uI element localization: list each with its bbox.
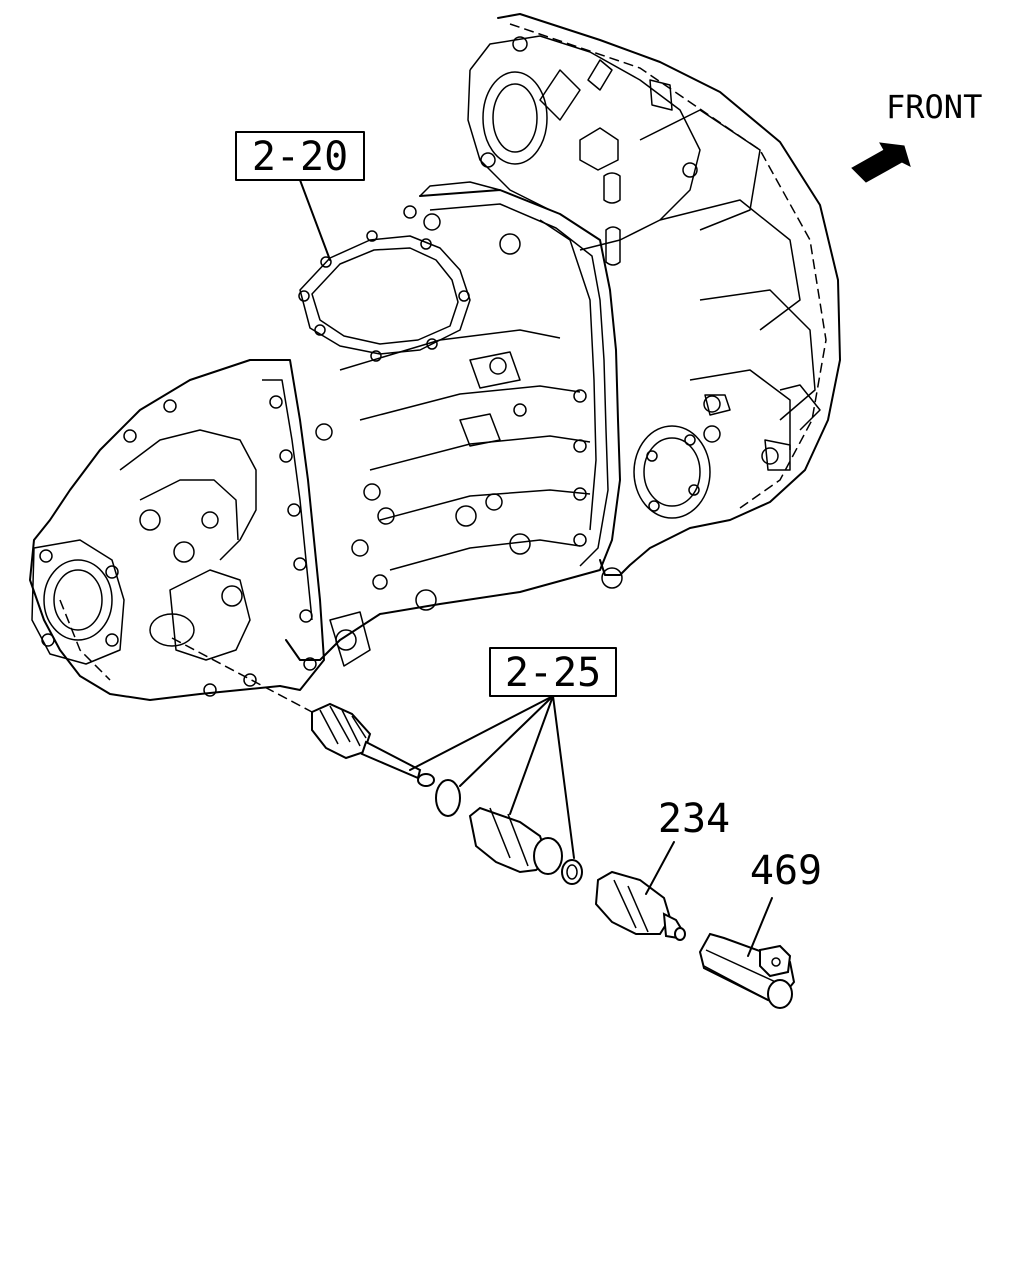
front-indicator: FRONT: [851, 88, 982, 183]
callout-sensor-label: 234: [658, 796, 730, 842]
bell-housing: [497, 13, 841, 576]
speedometer-gear-assembly: [171, 637, 583, 885]
intermediate-plate: [249, 359, 325, 691]
speed-sensor: [594, 870, 686, 941]
callout-housing-label: 2-20: [252, 134, 348, 180]
callout-sensor: 234: [645, 796, 730, 895]
callout-clip: 469: [747, 848, 822, 957]
callout-speedo-label: 2-25: [505, 650, 601, 696]
retaining-clip: [698, 932, 796, 1009]
front-label: FRONT: [886, 88, 982, 126]
arrow-icon: [851, 142, 911, 183]
transmission-assembly: [29, 13, 841, 701]
rear-extension: [29, 359, 281, 701]
main-case: [285, 189, 621, 661]
callout-housing: 2-20: [235, 131, 365, 261]
callout-clip-label: 469: [750, 848, 822, 894]
callout-speedo: 2-25: [409, 647, 617, 859]
